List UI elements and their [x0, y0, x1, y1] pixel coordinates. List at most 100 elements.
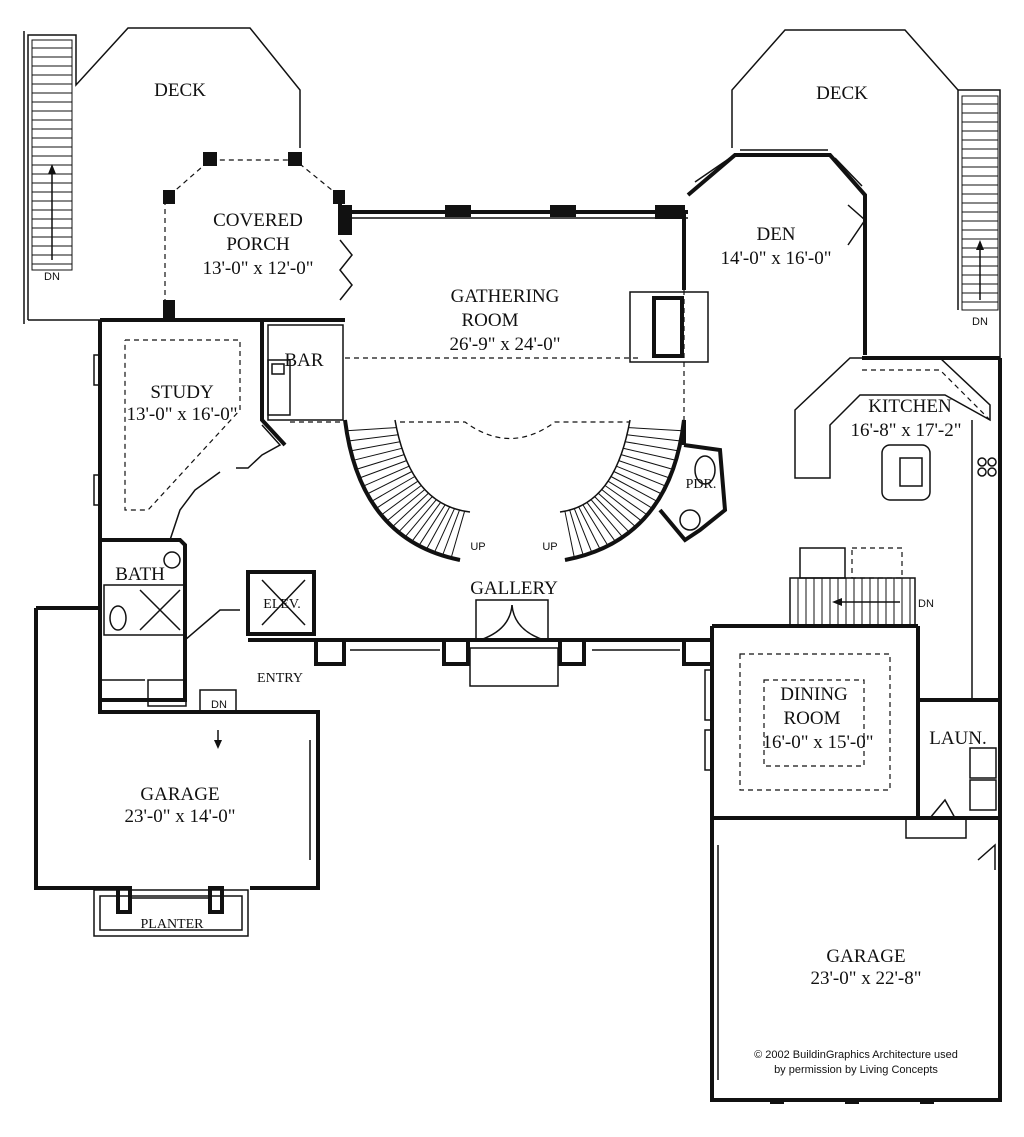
front-wall [248, 599, 714, 687]
stair-left-deck [31, 39, 73, 271]
deck-right-label: DECK [816, 83, 868, 104]
curved-stair-tread [398, 496, 433, 533]
curved-stair-tread [628, 427, 683, 432]
covered-porch-label-line1: COVERED [213, 210, 303, 231]
cooktop-burner [977, 467, 987, 477]
curved-stair-tread [442, 509, 460, 556]
elevator [246, 570, 316, 636]
curved-stair-tread [359, 460, 407, 479]
curved-stair-tread [597, 492, 637, 528]
curved-stair-tread [607, 480, 653, 509]
curved-stair-tread [578, 506, 601, 550]
up-label-left-stair: UP [470, 541, 485, 553]
deck-right [731, 29, 1001, 360]
entry-label: ENTRY [257, 671, 303, 686]
dining-room-label-line2: ROOM [783, 708, 840, 729]
garage-right [710, 817, 1002, 1104]
curved-stair-tread [350, 441, 400, 452]
curved-stair-tread [375, 480, 419, 509]
cooktop-burner [987, 467, 997, 477]
gathering-room-size: 26'-9" x 24'-0" [449, 334, 560, 355]
curved-stair-tread [620, 454, 674, 470]
pdr-label: PDR. [686, 477, 717, 492]
garage-left-size: 23'-0" x 14'-0" [124, 806, 235, 827]
kitchen [794, 356, 1002, 700]
curved-stair-tread [613, 471, 663, 495]
den [686, 149, 867, 355]
bar [267, 324, 345, 423]
curved-stair-right [559, 419, 686, 562]
curved-stair-tread [356, 454, 405, 470]
dn-label-left-deck: DN [44, 271, 60, 283]
copyright-line1: © 2002 BuildinGraphics Architecture used [754, 1049, 958, 1061]
deck-left-label: DECK [154, 80, 206, 101]
laundry-label: LAUN. [929, 728, 987, 749]
garage-right-label: GARAGE [826, 946, 905, 967]
bath-label: BATH [115, 564, 165, 585]
dn-label-garage: DN [211, 699, 227, 711]
curved-stair-tread [564, 511, 575, 559]
dining-stair [789, 547, 916, 627]
dn-label-dining-stair: DN [918, 598, 934, 610]
curved-stair-tread [582, 504, 609, 546]
garage-right-size: 23'-0" x 22'-8" [810, 968, 921, 989]
curved-stair-tread [386, 489, 426, 522]
curved-stair-tread [626, 434, 681, 442]
entry [100, 609, 240, 713]
gallery-label: GALLERY [470, 578, 558, 599]
curved-stair-tread [450, 511, 466, 559]
cooktop-burner [977, 457, 987, 467]
gathering-room-label-line1: GATHERING [451, 286, 560, 307]
garage-left [34, 606, 320, 937]
stair-right-deck [961, 95, 999, 311]
dining-room-size: 16'-0" x 15'-0" [762, 732, 873, 753]
bar-label: BAR [284, 350, 323, 371]
study-label: STUDY [150, 382, 214, 403]
curved-stair-tread [616, 465, 667, 487]
kitchen-label: KITCHEN [868, 396, 952, 417]
bath [100, 538, 187, 640]
covered-porch [163, 152, 345, 318]
curved-stair-tread [594, 496, 630, 533]
curved-stair-tread [569, 509, 584, 556]
dn-label-right-deck: DN [972, 316, 988, 328]
study [93, 318, 345, 635]
deck-left [23, 27, 301, 324]
planter-label: PLANTER [141, 917, 205, 932]
curved-stair-tread [366, 471, 413, 495]
curved-stair-tread [573, 508, 593, 553]
covered-porch-label-line2: PORCH [226, 234, 290, 255]
gathering-room-walls [338, 205, 709, 445]
curved-stair-tread [625, 441, 679, 452]
copyright-line2: by permission by Living Concepts [774, 1064, 938, 1076]
curved-stair-tread [610, 476, 658, 502]
curved-stair-left [343, 419, 471, 562]
curved-stair-tread [411, 502, 442, 542]
curved-stair-tread [346, 427, 397, 432]
den-label: DEN [756, 224, 795, 245]
curved-stair-tread [418, 504, 446, 546]
curved-stair-tread [348, 434, 399, 442]
laundry [918, 698, 1002, 820]
garage-left-label: GARAGE [140, 784, 219, 805]
cooktop-burner [987, 457, 997, 467]
curved-stair-tread [433, 508, 455, 553]
powder-room [658, 443, 728, 543]
curved-stair-tread [623, 447, 677, 461]
up-label-right-stair: UP [542, 541, 557, 553]
curved-stair-tread [618, 460, 670, 479]
elev-label: ELEV. [263, 597, 300, 612]
curved-stair-tread [371, 476, 416, 502]
gallery-balcony-outline [400, 421, 630, 439]
curved-stair-tread [601, 489, 643, 522]
curved-stair-tread [586, 502, 616, 542]
curved-stair-tread [392, 492, 429, 528]
curved-stair-tread [353, 447, 403, 461]
curved-stair-tread [363, 465, 410, 487]
curved-stair-tread [604, 485, 648, 516]
study-size: 13'-0" x 16'-0" [126, 404, 237, 425]
curved-stair-tread [381, 485, 422, 516]
den-size: 14'-0" x 16'-0" [720, 248, 831, 269]
